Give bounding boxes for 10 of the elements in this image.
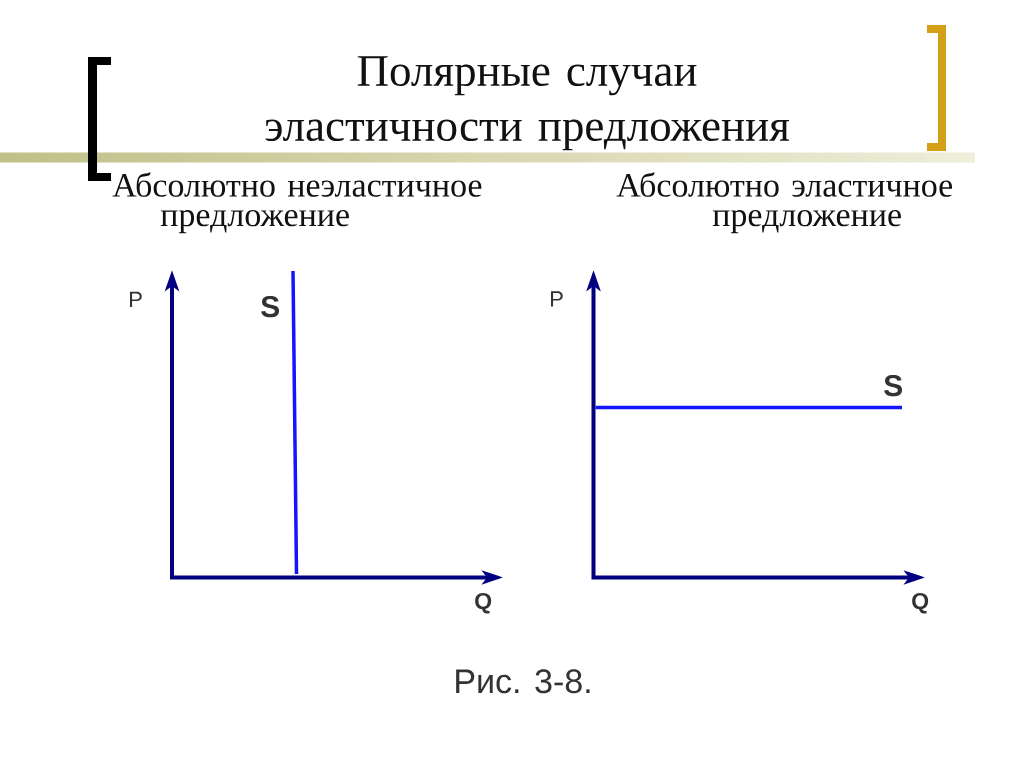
axis-label: Q [475,592,492,614]
axis-label: P [551,291,563,307]
axis-label: Q [912,592,929,614]
subtitle: Абсолютно эластичное предложение [616,172,953,234]
axis-label: P [130,291,142,307]
curve-label: S [884,375,903,397]
curve-label: S [261,296,280,318]
title: Полярные случаи эластичности предложения [265,56,790,151]
subtitle: Абсолютно неэластичное предложение [112,172,482,234]
caption: Рис. 3-8. [456,669,590,694]
